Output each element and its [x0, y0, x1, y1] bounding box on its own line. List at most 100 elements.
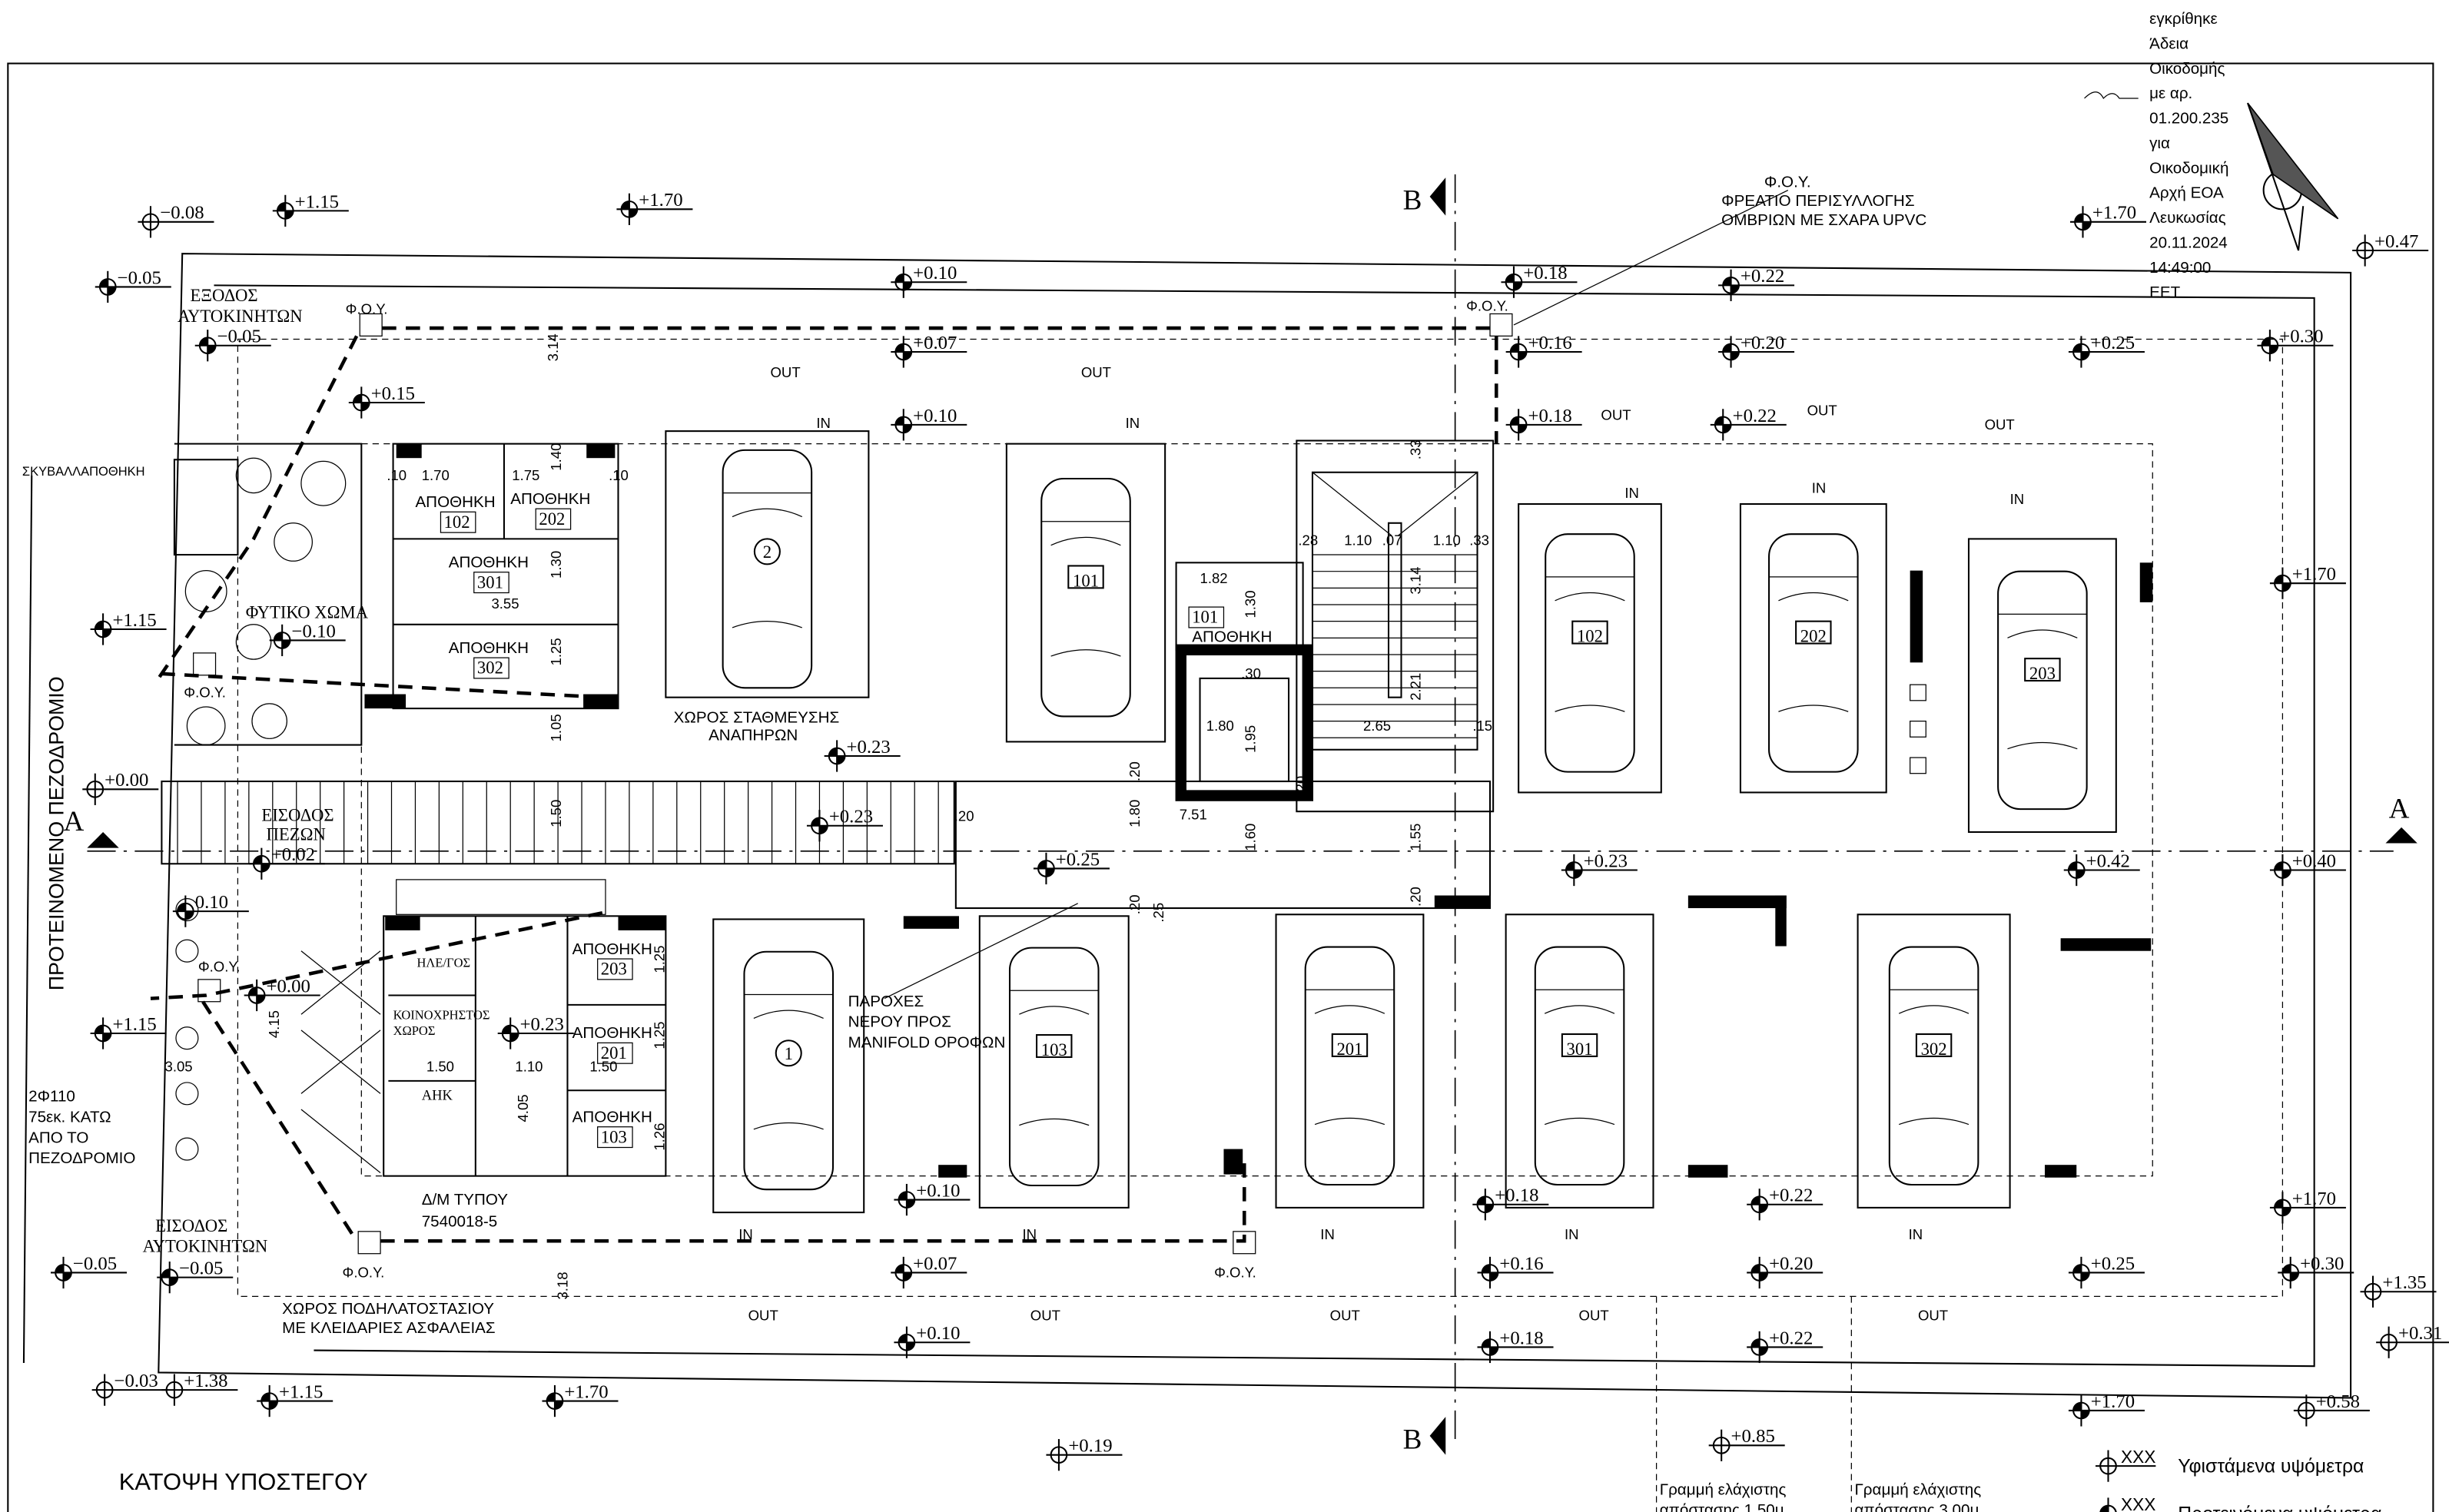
level-fill [277, 203, 294, 219]
parking-space-101: 101 [1005, 443, 1166, 743]
common-space-label: ΚΟΙΝΟΧΡΗΣΤΟΣ [393, 1007, 490, 1022]
space-number-box [2024, 658, 2061, 682]
storage-room-number: 302 [477, 658, 503, 678]
elevation-marker: +0.10 [891, 406, 967, 441]
dimension-label: 1.70 [422, 467, 450, 483]
elevation-value: +0.23 [520, 1014, 564, 1035]
parking-space-102: 102 [1518, 502, 1662, 794]
elevation-marker: +1.15 [90, 1014, 167, 1049]
elevation-marker: −0.05 [95, 267, 171, 303]
level-fill [895, 343, 912, 360]
level-fill [1477, 1196, 1494, 1213]
pipes-note: 75εκ. ΚΑΤΩ [28, 1109, 111, 1126]
elevation-marker: +0.30 [2257, 327, 2334, 362]
elevation-value: +0.18 [1495, 1185, 1538, 1206]
elevation-value: +0.31 [2398, 1323, 2442, 1344]
elevation-value: +0.15 [371, 383, 415, 404]
dimension-label: 1.80 [1127, 800, 1143, 827]
level-fill [1510, 343, 1527, 360]
elevation-marker: +0.20 [1718, 333, 1795, 368]
elevation-markers: −0.08 +1.15 +1.70 −0.05 −0.05 +0.10 +0.07 +0.10… [51, 190, 2449, 1471]
out-label: OUT [748, 1307, 778, 1323]
elevation-marker: +0.16 [1477, 1253, 1554, 1289]
section-mark-a-left: A [64, 806, 119, 848]
level-fill [621, 201, 638, 217]
in-label: IN [816, 415, 831, 431]
space-number-box [1795, 620, 1832, 645]
out-label: OUT [1030, 1307, 1060, 1323]
elevation-marker: −0.08 [138, 203, 214, 238]
out-label: OUT [1918, 1307, 1948, 1323]
elevation-marker: +0.07 [891, 1253, 967, 1289]
storage-room-name: ΑΠΟΘΗΚΗ [1192, 628, 1272, 645]
elevation-value: +1.15 [112, 610, 156, 631]
elevation-value: +0.22 [1741, 266, 1784, 287]
elevation-value: +0.22 [1769, 1185, 1813, 1206]
elevation-value: +1.15 [279, 1381, 323, 1402]
dimension-label: 1.25 [651, 1022, 667, 1049]
level-fill [95, 621, 111, 638]
elevation-marker: +0.00 [82, 770, 159, 805]
car-icon [1304, 946, 1395, 1186]
space-number: 203 [2029, 664, 2056, 683]
dimension-label: 1.25 [651, 945, 667, 973]
elevation-value: +0.10 [913, 263, 957, 284]
level-fill [161, 1269, 178, 1285]
dimension-label: .10 [609, 467, 629, 483]
car-outline [744, 993, 833, 1130]
elevation-marker: +1.15 [257, 1381, 334, 1418]
elevation-value: −0.05 [179, 1258, 223, 1279]
car-outline [1535, 989, 1624, 1126]
level-fill [274, 632, 290, 648]
dimension-label: 1.10 [515, 1058, 543, 1074]
elevation-value: +0.00 [105, 770, 148, 791]
parking-space-2: 2 [665, 430, 870, 698]
elevation-marker: +0.58 [2293, 1391, 2370, 1427]
elevation-marker: −0.05 [157, 1258, 234, 1294]
car-icon [1888, 946, 1979, 1186]
elevation-marker: +0.18 [1505, 406, 1582, 441]
elevation-marker: +0.22 [1747, 1185, 1823, 1221]
dimension-label: .28 [1298, 532, 1318, 549]
parking-space-301: 301 [1505, 914, 1654, 1209]
elevation-value: +1.70 [564, 1381, 608, 1402]
elevation-marker: −0.05 [51, 1253, 128, 1289]
dimension-label: 3.18 [554, 1272, 570, 1299]
parking-bay [712, 918, 865, 1214]
disabled-parking-label: ΧΩΡΟΣ ΣΤΑΘΜΕΥΣΗΣ [674, 709, 840, 727]
pipes-note: ΠΕΖΟΔΡΟΜΙΟ [28, 1149, 135, 1167]
exit-label: ΑΥΤΟΚΙΝΗΤΩΝ [178, 307, 303, 326]
foy-label: Φ.Ο.Υ. [1466, 297, 1508, 313]
wall [903, 916, 959, 929]
room-number-box [1188, 606, 1225, 628]
legend-label: Υφιστάμενα υψόμετρα [2178, 1456, 2364, 1477]
dimension-label: .20 [1127, 761, 1143, 781]
space-number-box [1915, 1033, 1953, 1057]
lower-storage-block [300, 915, 667, 1177]
space-number: 1 [785, 1044, 793, 1063]
elevation-marker: +0.22 [1718, 266, 1795, 301]
elevation-value: +0.22 [1733, 406, 1777, 426]
dimension-label: 1.26 [651, 1123, 667, 1151]
elevation-value: +1.70 [639, 190, 682, 211]
elevation-value: +0.19 [1068, 1436, 1112, 1457]
legend-proposed: XXX Προτεινόμενα υψόμετρα [2099, 1494, 2381, 1512]
elevation-value: +1.35 [2382, 1272, 2426, 1293]
elevation-marker: +1.70 [2269, 564, 2346, 599]
elevation-marker: +1.70 [616, 190, 693, 225]
lift-shaft [1175, 644, 1314, 801]
level-fill [895, 274, 912, 290]
elevation-marker: −0.03 [91, 1371, 168, 1406]
dimension-label: 2.65 [1363, 718, 1391, 734]
elevation-value: +0.58 [2316, 1391, 2360, 1412]
elevation-value: +0.22 [1769, 1328, 1813, 1348]
elevation-value: +0.25 [1056, 849, 1100, 870]
in-label: IN [738, 1226, 753, 1242]
stamp-line: Αρχή ΕΟΑ [2149, 184, 2224, 202]
foy-pits [193, 313, 1513, 1255]
elevation-marker: +0.18 [1477, 1328, 1554, 1364]
